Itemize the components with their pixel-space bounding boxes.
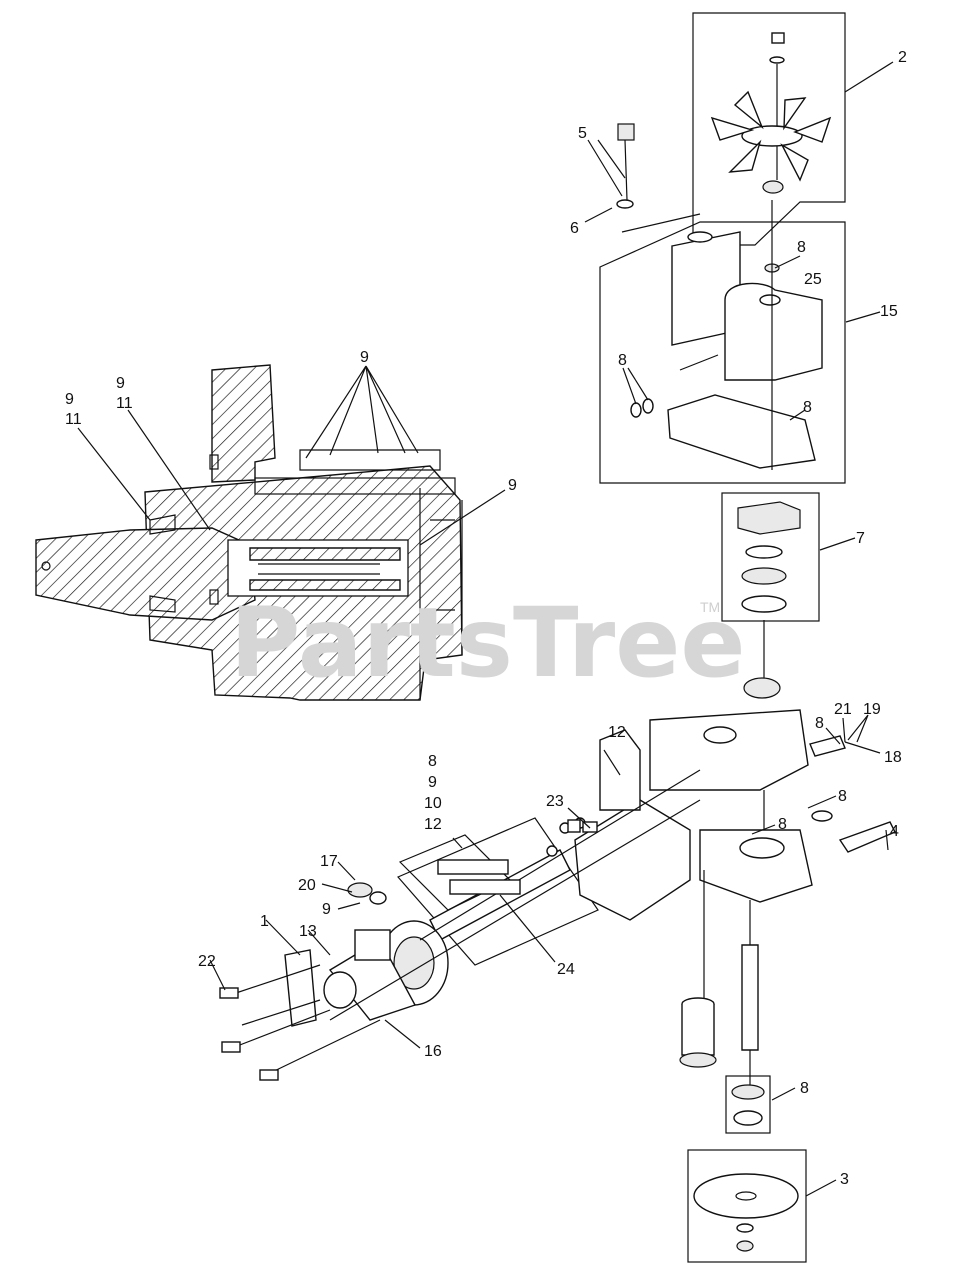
watermark-trademark: TM <box>700 599 720 615</box>
filler-cap-part <box>616 123 701 233</box>
callout-19: 19 <box>863 701 881 718</box>
callout-22: 22 <box>198 953 216 970</box>
callout-8-bearing: 8 <box>800 1080 809 1097</box>
watermark: PartsTree TM <box>230 587 745 699</box>
callout-11-left-b: 11 <box>116 395 133 412</box>
callout-8-oring: 8 <box>618 352 627 369</box>
cooling-fan-group <box>692 12 846 246</box>
callout-3: 3 <box>840 1171 849 1188</box>
callout-20: 20 <box>298 877 316 894</box>
cross-section-view <box>35 364 463 701</box>
leader-lines <box>77 61 894 1197</box>
callout-stack-8: 8 <box>428 753 437 770</box>
callout-17: 17 <box>320 853 338 870</box>
motor-assembly <box>219 729 701 1081</box>
watermark-text: PartsTree <box>230 587 745 699</box>
callout-25: 25 <box>804 271 822 288</box>
callout-8-top: 8 <box>797 239 806 256</box>
output-shaft-group <box>687 900 807 1263</box>
callout-16: 16 <box>424 1043 442 1060</box>
callout-12-top: 12 <box>608 724 626 741</box>
callout-5: 5 <box>578 125 587 142</box>
fan-blades <box>710 90 832 182</box>
callout-labels: 2 5 6 8 25 15 8 8 7 9 9 11 9 11 9 8 21 1… <box>65 49 907 1188</box>
callout-15: 15 <box>880 303 898 320</box>
callout-9-small: 9 <box>322 901 331 918</box>
callout-8-fitting: 8 <box>838 788 847 805</box>
callout-8-gasket: 8 <box>803 399 812 416</box>
callout-4: 4 <box>890 823 899 840</box>
callout-9-top: 9 <box>360 349 369 366</box>
callout-8-center: 8 <box>778 816 787 833</box>
callout-1: 1 <box>260 913 269 930</box>
callout-18: 18 <box>884 749 902 766</box>
callout-24: 24 <box>557 961 575 978</box>
center-case <box>649 677 896 903</box>
callout-7: 7 <box>856 530 865 547</box>
callout-21: 21 <box>834 701 852 718</box>
filter-cartridge <box>679 870 717 1068</box>
callout-6: 6 <box>570 220 579 237</box>
callout-2: 2 <box>898 49 907 66</box>
reservoir-housing <box>599 200 846 484</box>
callout-stack-10: 10 <box>424 795 442 812</box>
callout-9-left-b: 9 <box>116 375 125 392</box>
bearing-group <box>721 492 820 690</box>
callout-23: 23 <box>546 793 564 810</box>
callout-13: 13 <box>299 923 317 940</box>
callout-9-right: 9 <box>508 477 517 494</box>
callout-8-valve: 8 <box>815 715 824 732</box>
callout-stack-12: 12 <box>424 816 442 833</box>
callout-9-left-a: 9 <box>65 391 74 408</box>
callout-stack-9: 9 <box>428 774 437 791</box>
callout-11-left-a: 11 <box>65 411 82 428</box>
